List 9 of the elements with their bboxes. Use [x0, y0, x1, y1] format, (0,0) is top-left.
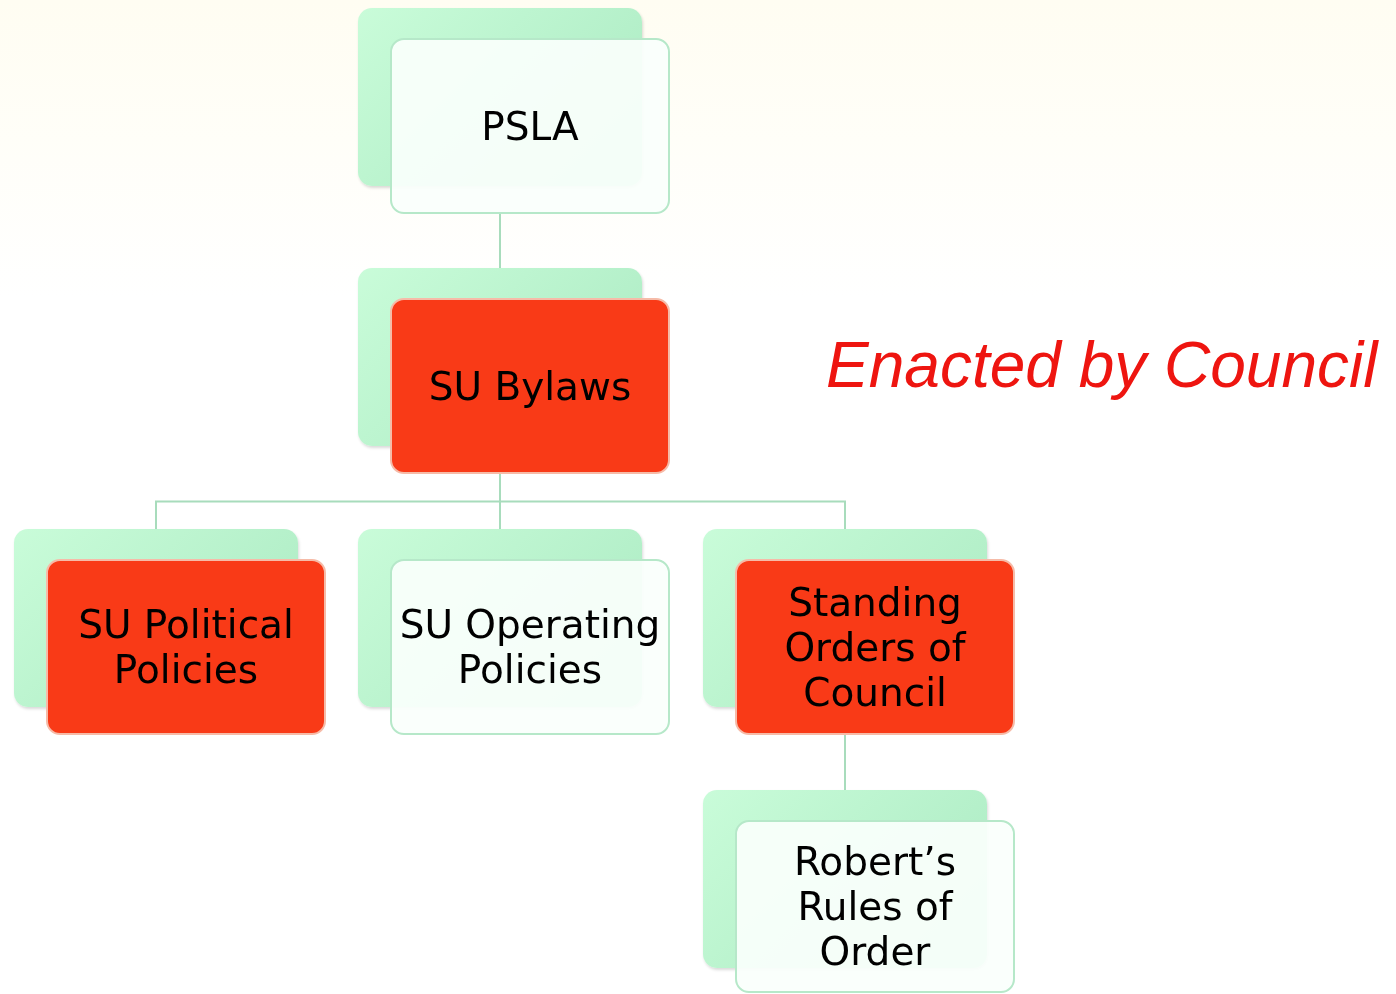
note-text: Enacted by Council	[826, 328, 1378, 402]
box-label: SU Bylaws	[427, 363, 633, 409]
box-label: Standing Orders of Council	[783, 579, 968, 715]
box-label: SU Political Policies	[77, 602, 295, 692]
connector-line	[844, 734, 846, 791]
box-label: PSLA	[480, 103, 580, 149]
box-label: SU Operating Policies	[398, 602, 662, 692]
connector-line	[499, 213, 501, 269]
box-label: Robert’s Rules of Order	[793, 839, 957, 974]
